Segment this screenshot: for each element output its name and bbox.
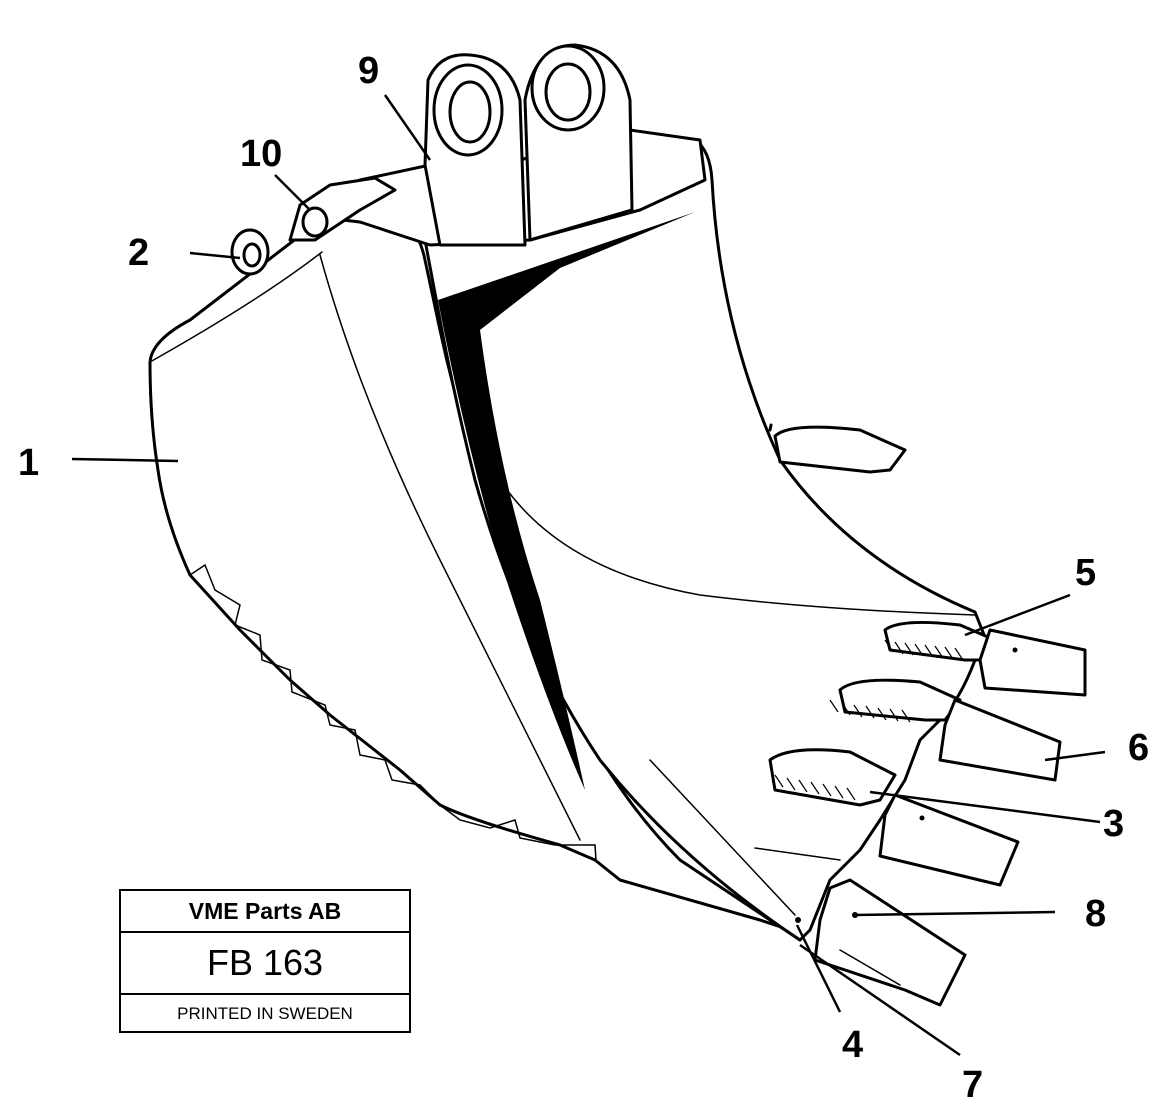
title-block-printed: PRINTED IN SWEDEN: [177, 1004, 353, 1023]
callout-9: 9: [358, 50, 379, 92]
callout-10: 10: [240, 133, 282, 175]
leader-10: [274, 174, 311, 211]
tooth-row-1: [883, 620, 1087, 697]
callout-5: 5: [1075, 552, 1096, 594]
leader-8: [854, 910, 1056, 917]
tooth-row-3: [768, 423, 1020, 887]
leader-lines: [71, 94, 1106, 1057]
pin-dot-2: [919, 815, 925, 821]
callout-7: 7: [962, 1064, 983, 1106]
tooth-row-4: [813, 878, 967, 1007]
leader-2: [189, 251, 241, 260]
title-block-drawing-code: FB 163: [121, 933, 409, 995]
callout-6: 6: [1128, 727, 1149, 769]
callout-numbers: 1 2 3 4 5 6 7 8 9 10: [18, 50, 1149, 1106]
leader-1: [71, 457, 179, 463]
leader-6: [1044, 750, 1106, 762]
tooth-row-2: [829, 678, 1062, 782]
mounting-lug-right: [523, 43, 634, 242]
bucket-drawing: [148, 43, 1087, 1007]
pin-dot-1: [1012, 647, 1018, 653]
callout-2: 2: [128, 232, 149, 274]
title-block-company: VME Parts AB: [121, 891, 409, 933]
leader-3: [869, 790, 1101, 824]
callout-3: 3: [1103, 803, 1124, 845]
pin-dot-4: [795, 917, 801, 923]
callout-8: 8: [1085, 893, 1106, 935]
title-block: VME Parts AB FB 163 PRINTED IN SWEDEN: [119, 889, 411, 1033]
bucket-side-inner-line-2: [149, 251, 323, 363]
leader-7: [799, 943, 961, 1057]
bucket-side-notches: [189, 563, 597, 861]
callout-1: 1: [18, 442, 39, 484]
bucket-inner-curve: [499, 479, 976, 616]
bucket-side-inner-line: [319, 254, 581, 841]
bucket-wear-edge: [649, 759, 796, 916]
mounting-lug-left: [423, 53, 527, 247]
side-lug: [288, 176, 397, 242]
bucket-floor-line: [754, 847, 841, 861]
callout-4: 4: [842, 1024, 863, 1066]
bucket-interior-shadow: [438, 212, 695, 790]
leader-9: [383, 94, 432, 161]
lifting-eye: [230, 228, 270, 276]
leader-4: [795, 924, 842, 1013]
leader-5: [964, 593, 1071, 637]
